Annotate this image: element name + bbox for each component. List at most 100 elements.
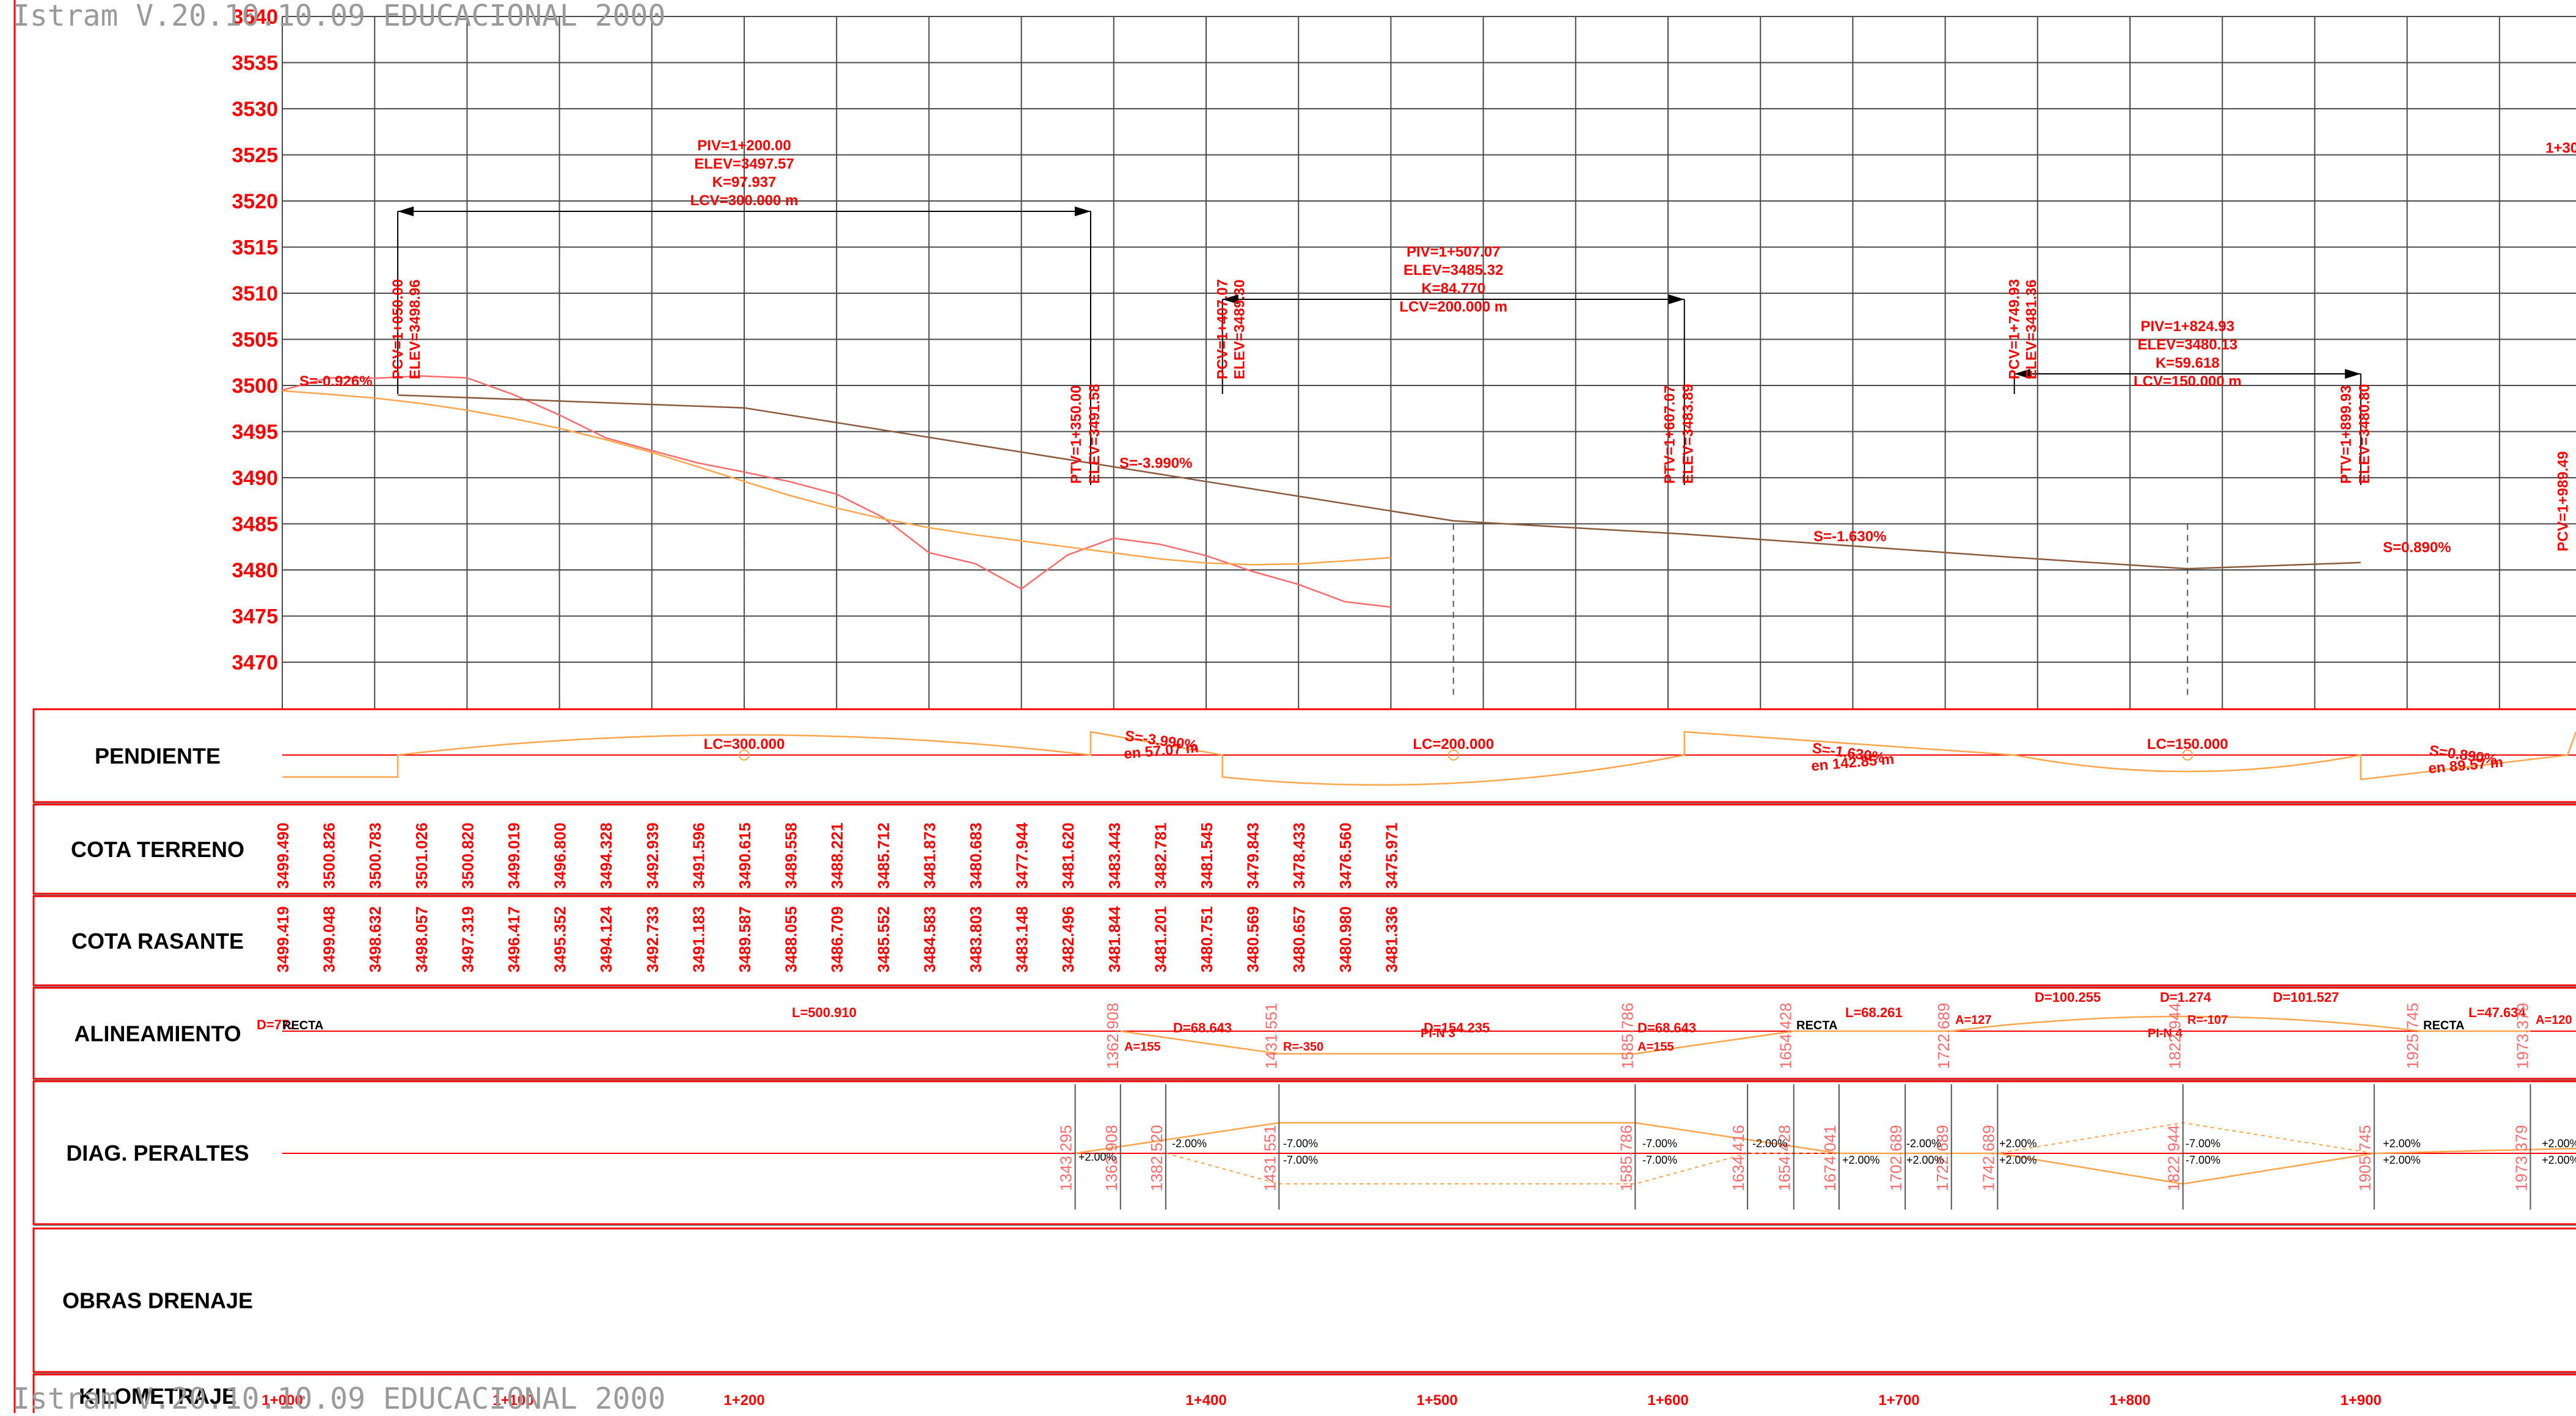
pcv-label: PCV=1+407.07 [1215, 279, 1231, 379]
grade-value: 3481.201 [1151, 907, 1169, 973]
grade-value: 3485.552 [874, 907, 893, 973]
peralte-value: +2.00% [1078, 1151, 1116, 1163]
alignment-label: D=77. [257, 1017, 293, 1032]
elevation-label: 3475 [232, 605, 278, 629]
design-grade-line [282, 390, 1391, 566]
elevation-label: 3515 [232, 236, 278, 260]
arrow-left-icon [1222, 294, 1239, 304]
elevation-label: 3525 [232, 144, 278, 167]
ptv-label: PTV=1+350.00 [1068, 385, 1085, 484]
band-frame [32, 1373, 2576, 1413]
peralte-station: 1674.041 [1821, 1125, 1839, 1191]
grade-value: 3480.980 [1336, 907, 1355, 973]
curve-label: LCV=150.000 m [2134, 373, 2242, 390]
terrain-value: 3500.826 [320, 823, 338, 889]
km-label: 1+200 [723, 1392, 764, 1409]
grade-label: S=0.890% [2383, 539, 2451, 556]
curve-label: K=97.937 [712, 174, 777, 191]
peralte-value: -2.00% [1906, 1137, 1941, 1150]
terrain-value: 3489.558 [782, 823, 800, 889]
terrain-value: 3479.843 [1244, 823, 1262, 889]
grade-value: 3481.844 [1105, 906, 1124, 973]
profile-lines [282, 375, 2361, 608]
arrow-right-icon [2344, 369, 2361, 379]
terrain-value: 3477.944 [1013, 822, 1031, 889]
grade-value: 3483.148 [1013, 907, 1031, 973]
alignment-label: D=100.255 [2035, 990, 2101, 1005]
grade-value: 3491.183 [689, 907, 708, 973]
band-title-pendiente: PENDIENTE [95, 743, 221, 768]
alignment-label: D=68.643 [1637, 1020, 1696, 1035]
peralte-value: -2.00% [1172, 1137, 1207, 1150]
grade-value: 3480.657 [1290, 907, 1308, 973]
alignment-label: R=-107 [2187, 1013, 2228, 1027]
alignment-label: A=127 [1955, 1013, 1992, 1027]
km-label: 1+900 [2340, 1392, 2381, 1409]
terrain-value: 3500.783 [366, 823, 384, 889]
peralte-station: 1905.745 [2356, 1125, 2374, 1191]
elevation-label: 3490 [232, 467, 278, 490]
peralte-station: 1382.520 [1147, 1125, 1166, 1191]
alignment-label: A=120 [2536, 1013, 2572, 1027]
band-frame [32, 1227, 2576, 1373]
peralte-value: -7.00% [2186, 1154, 2220, 1166]
arrow-right-icon [1668, 294, 1685, 304]
alignment-label: RECTA [282, 1019, 323, 1032]
grade-value: 3480.569 [1244, 907, 1262, 973]
grade-value: 3496.417 [505, 907, 523, 973]
peralte-left-edge [1075, 1122, 2576, 1185]
alignment-label: L=500.910 [792, 1005, 857, 1020]
grade-value: 3499.048 [320, 907, 338, 973]
alignment-label: D=101.527 [2273, 990, 2339, 1005]
terrain-value: 3478.433 [1290, 823, 1308, 889]
km-label: 1+700 [1878, 1392, 1919, 1409]
band-title-cota_rasante: COTA RASANTE [71, 929, 244, 954]
terrain-value: 3481.620 [1059, 823, 1077, 889]
elevation-label: 3505 [232, 329, 278, 352]
alignment-label: A=155 [1124, 1040, 1161, 1054]
km-label: 1+600 [1647, 1392, 1688, 1409]
curve-label: ELEV=3497.57 [694, 156, 794, 172]
pcv-elev-label: ELEV=3481.36 [2024, 280, 2040, 379]
alignment-label: L=68.261 [1845, 1005, 1903, 1020]
grade-value: 3486.709 [828, 907, 846, 973]
tangent-line [397, 394, 2361, 570]
terrain-value: 3500.820 [458, 823, 477, 889]
pendiente-diagram [282, 731, 2576, 786]
grade-value: 3484.583 [920, 907, 939, 973]
alignment-station: 1722.689 [1934, 1003, 1953, 1069]
peralte-station: 1634.416 [1729, 1125, 1747, 1191]
grade-value: 3480.751 [1198, 907, 1216, 973]
peralte-value: -7.00% [2186, 1137, 2220, 1150]
peralte-value: +2.00% [1906, 1154, 1944, 1166]
peralte-station: 1362.908 [1102, 1125, 1121, 1191]
ptv-label: PTV=1+607.07 [1662, 385, 1678, 484]
profile-grid [13, 0, 2576, 1413]
terrain-value: 3496.800 [551, 823, 569, 889]
ptv-label: PTV=1+899.93 [2338, 385, 2355, 484]
pcv-label: PCV=1+050.00 [390, 279, 406, 379]
curve-label: K=84.770 [1421, 280, 1485, 297]
curve-label: PIV=1+824.93 [2141, 318, 2234, 335]
grade-value: 3492.733 [643, 907, 662, 973]
pcv-elev-label: ELEV=3498.96 [407, 280, 423, 379]
grade-value: 3482.496 [1059, 907, 1077, 973]
peralte-value: +2.00% [1999, 1137, 2037, 1150]
piv-marker-icon [739, 750, 750, 761]
elevation-label: 3480 [232, 559, 278, 582]
piv-marker-icon [2182, 750, 2194, 761]
peralte-station: 1654.428 [1776, 1125, 1794, 1191]
peralte-station: 1822.944 [2165, 1125, 2183, 1191]
peralte-value: +2.00% [2383, 1154, 2421, 1166]
elevation-label: 3535 [232, 52, 278, 75]
peralte-value: -7.00% [1642, 1137, 1677, 1150]
grade-value: 3489.587 [736, 907, 754, 973]
alignment-station: 1822.944 [2166, 1003, 2184, 1069]
elevation-label: 3540 [232, 5, 278, 29]
terrain-value: 3488.221 [828, 823, 846, 889]
peralte-value: +2.00% [2383, 1137, 2421, 1150]
elevation-label: 3495 [232, 421, 278, 444]
pcv-elev-label: ELEV=3489.30 [1232, 280, 1248, 379]
grade-value: 3498.057 [412, 907, 431, 973]
